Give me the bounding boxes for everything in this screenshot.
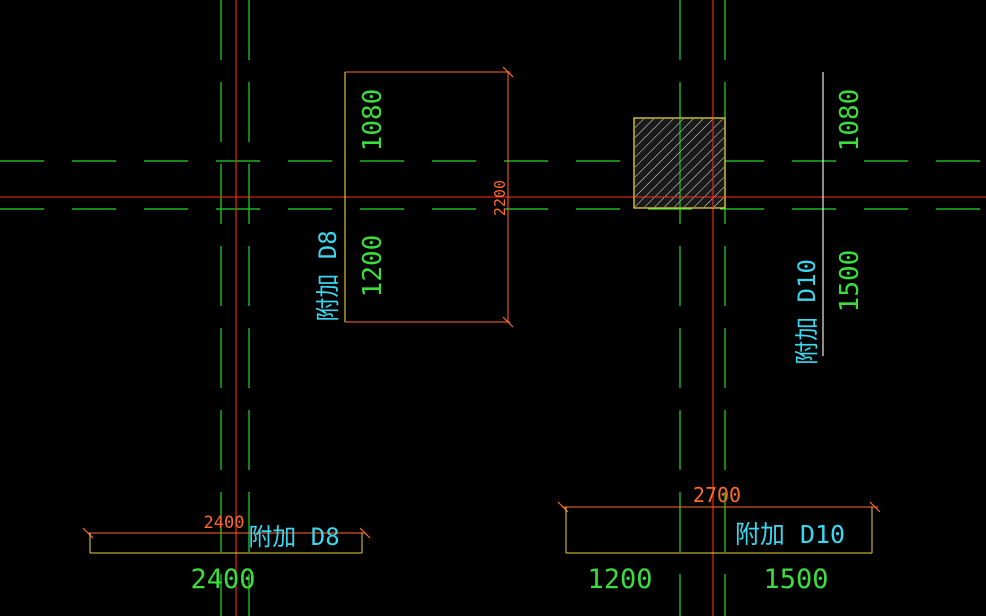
tick-mark xyxy=(359,527,371,539)
left-col-tag: 附加 D8 xyxy=(314,230,342,321)
vertical-grid-lines xyxy=(220,0,726,616)
bottom-right-span-a: 1200 xyxy=(587,564,652,595)
left-dim-frame[interactable] xyxy=(344,66,514,328)
right-col-top-dim: 1080 xyxy=(835,89,865,152)
left-col-top-dim: 1080 xyxy=(358,89,388,152)
bottom-left-total: 2400 xyxy=(204,513,245,533)
left-col-bottom-dim: 1200 xyxy=(358,235,388,298)
bottom-right-dim[interactable] xyxy=(557,501,881,554)
hatched-column[interactable] xyxy=(633,117,726,209)
left-col-total-dim: 2200 xyxy=(491,180,509,216)
bottom-left-dim[interactable] xyxy=(82,527,371,554)
bottom-right-span-b: 1500 xyxy=(763,564,828,595)
bottom-left-tag: 附加 D8 xyxy=(248,523,339,551)
horizontal-grid-lines xyxy=(0,160,986,210)
right-col-bottom-dim: 1500 xyxy=(835,250,865,313)
tick-mark xyxy=(502,316,514,328)
tick-mark xyxy=(502,66,514,78)
right-col-tag: 附加 D10 xyxy=(793,259,821,365)
bottom-right-total: 2700 xyxy=(693,483,741,507)
tick-mark xyxy=(869,501,881,513)
bottom-left-span: 2400 xyxy=(190,564,255,595)
tick-mark xyxy=(82,527,94,539)
bottom-right-tag: 附加 D10 xyxy=(735,520,845,549)
